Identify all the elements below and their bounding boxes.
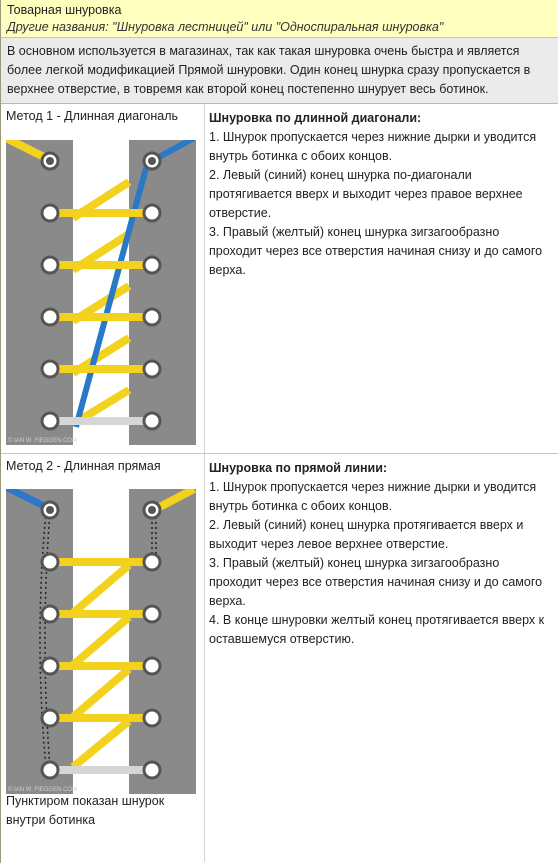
method-1-step-3: 3. Правый (желтый) конец шнурка зигзагоо… xyxy=(209,225,543,277)
method-2-left: Метод 2 - Длинная прямая xyxy=(1,454,205,862)
method-2-step-2: 2. Левый (синий) конец шнурка протягивае… xyxy=(209,518,524,551)
method-1-label: Метод 1 - Длинная диагональ xyxy=(6,109,179,123)
method-1-row: Метод 1 - Длинная диагональ xyxy=(1,104,558,454)
page-title: Товарная шнуровка xyxy=(7,3,122,17)
section-header: Товарная шнуровка Другие названия: "Шнур… xyxy=(1,0,558,38)
m1-eyelets xyxy=(40,151,162,431)
method-1-description: Шнуровка по длинной диагонали: 1. Шнурок… xyxy=(205,104,558,453)
method-2-step-1: 1. Шнурок пропускается через нижние дырк… xyxy=(209,480,537,513)
intro-text: В основном используется в магазинах, так… xyxy=(1,38,558,104)
method-2-diagram: © IAN W. FIEGGEN.COM xyxy=(6,489,196,794)
m2-diagonal-bars xyxy=(70,561,132,771)
method-2-row: Метод 2 - Длинная прямая xyxy=(1,454,558,862)
method-2-footnote: Пунктиром показан шнурок внутри ботинка xyxy=(6,794,165,827)
m2-straight-bars xyxy=(54,558,148,774)
method-2-step-4: 4. В конце шнуровки желтый конец протяги… xyxy=(209,613,545,646)
page-subtitle: Другие названия: "Шнуровка лестницей" ил… xyxy=(7,20,444,34)
method-2-title: Шнуровка по прямой линии: xyxy=(209,461,388,475)
m1-watermark: © IAN W. FIEGGEN.COM xyxy=(8,437,77,444)
method-2-label: Метод 2 - Длинная прямая xyxy=(6,459,161,473)
method-1-diagram: © IAN W. FIEGGEN.COM xyxy=(6,140,196,445)
m1-straight-bars xyxy=(54,209,148,425)
method-1-left: Метод 1 - Длинная диагональ xyxy=(1,104,205,453)
method-1-step-1: 1. Шнурок пропускается через нижние дырк… xyxy=(209,130,537,163)
method-2-step-3: 3. Правый (желтый) конец шнурка зигзагоо… xyxy=(209,556,543,608)
method-1-title: Шнуровка по длинной диагонали: xyxy=(209,111,422,125)
method-2-description: Шнуровка по прямой линии: 1. Шнурок проп… xyxy=(205,454,558,862)
m2-eyelets xyxy=(40,500,162,780)
method-1-step-2: 2. Левый (синий) конец шнурка по-диагона… xyxy=(209,168,523,220)
m2-watermark: © IAN W. FIEGGEN.COM xyxy=(8,786,77,793)
